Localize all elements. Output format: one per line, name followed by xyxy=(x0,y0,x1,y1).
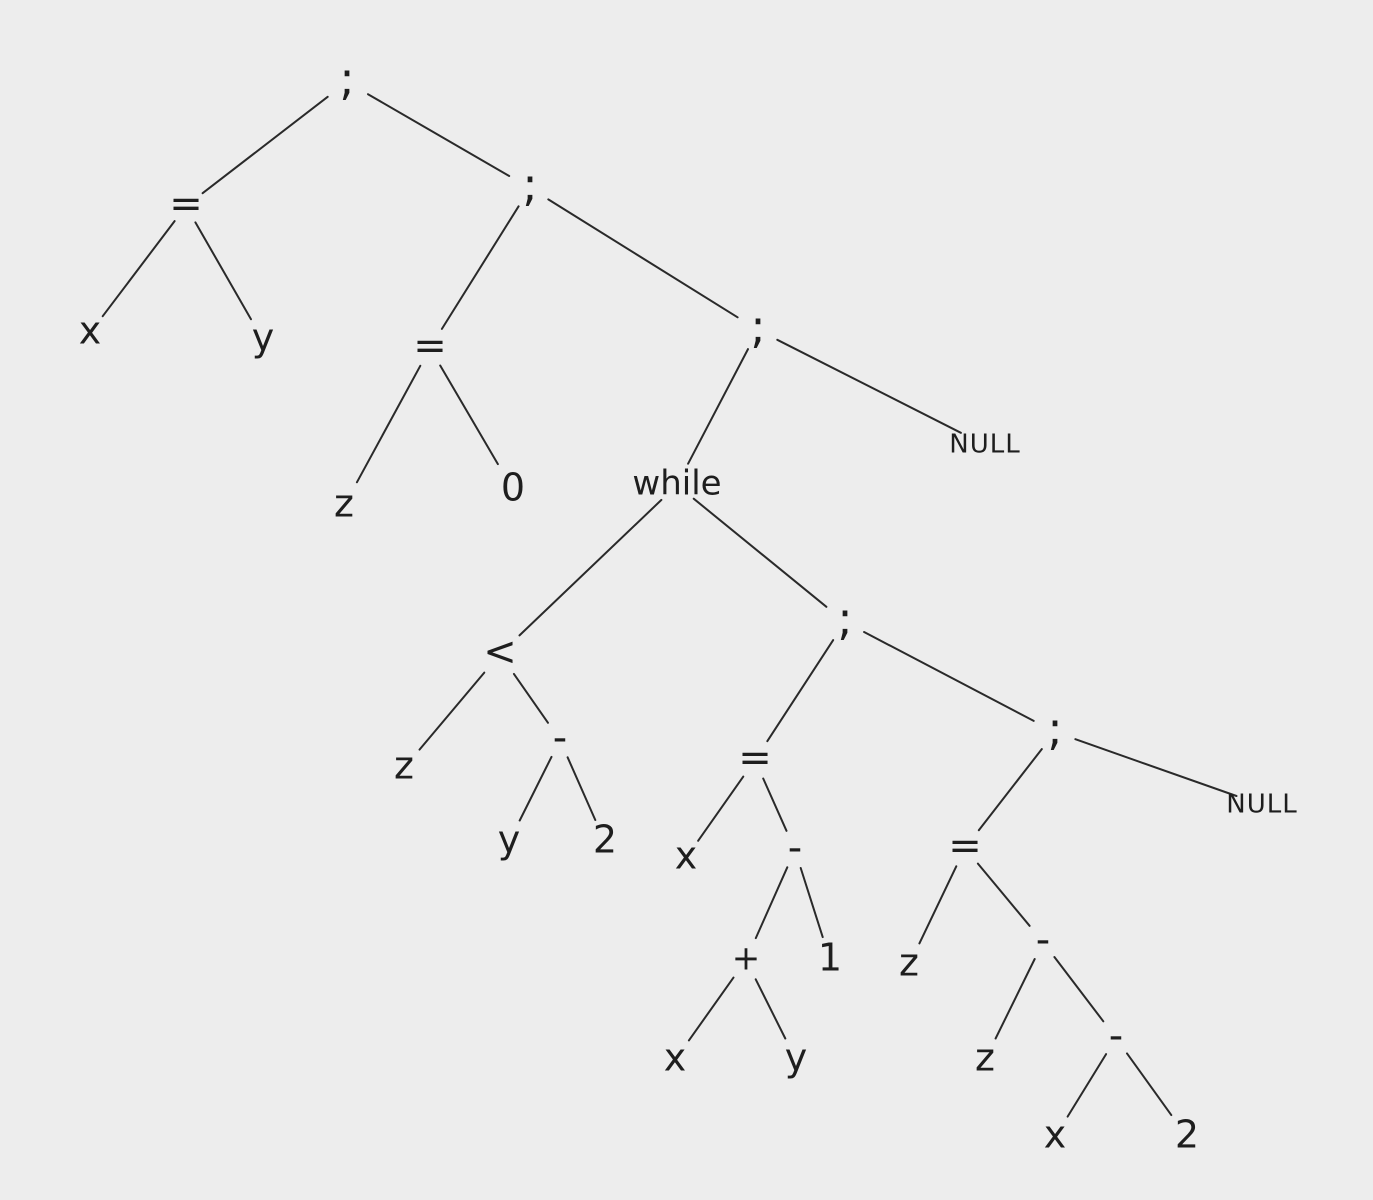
tree-edge-n10-n17 xyxy=(692,497,828,608)
tree-node-n24: 1 xyxy=(818,936,842,980)
tree-node-n3: x xyxy=(79,309,102,353)
tree-edge-n18-n19 xyxy=(697,775,745,842)
tree-edge-n25-n33 xyxy=(1074,738,1238,797)
tree-node-n20: - xyxy=(788,825,802,871)
tree-edge-n26-n28 xyxy=(976,862,1031,927)
tree-edge-n9-n11 xyxy=(776,338,962,434)
tree-node-n6: = xyxy=(413,323,447,369)
tree-node-n9: ; xyxy=(750,300,766,354)
tree-node-n31: x xyxy=(1044,1113,1067,1157)
tree-edge-n12-n13 xyxy=(418,671,486,751)
tree-edge-n21-n22 xyxy=(687,976,735,1042)
tree-edge-n5-n9 xyxy=(547,198,739,319)
tree-node-n32: 2 xyxy=(1175,1113,1199,1157)
tree-node-n15: y xyxy=(498,818,521,862)
tree-edge-n6-n7 xyxy=(355,364,422,484)
tree-edge-n2-n3 xyxy=(101,220,176,318)
tree-node-n18: = xyxy=(738,735,772,781)
tree-node-n22: x xyxy=(664,1036,687,1080)
tree-edge-n26-n27 xyxy=(918,865,958,945)
tree-node-n17: ; xyxy=(837,592,853,646)
tree-node-n5: ; xyxy=(522,158,538,212)
tree-node-n12: < xyxy=(483,629,517,675)
tree-edge-n14-n15 xyxy=(518,755,553,822)
tree-edge-n2-n4 xyxy=(194,221,252,321)
tree-edges xyxy=(101,93,1238,1118)
tree-node-n7: z xyxy=(334,482,354,526)
tree-edge-n1-n5 xyxy=(367,93,511,177)
tree-edge-n30-n31 xyxy=(1066,1053,1108,1118)
tree-edge-n18-n20 xyxy=(762,777,788,832)
tree-node-n8: 0 xyxy=(501,466,525,510)
tree-node-n16: 2 xyxy=(593,818,617,862)
tree-edge-n6-n8 xyxy=(439,364,499,466)
tree-edge-n20-n24 xyxy=(799,867,824,939)
tree-node-n28: - xyxy=(1036,917,1050,963)
tree-edge-n17-n25 xyxy=(863,631,1035,722)
tree-node-n27: z xyxy=(899,941,919,985)
tree-node-n14: - xyxy=(553,715,567,761)
tree-node-n19: x xyxy=(675,834,698,878)
tree-node-n26: = xyxy=(948,823,982,869)
tree-edge-n10-n12 xyxy=(518,498,663,637)
tree-node-n1: ; xyxy=(339,52,355,106)
tree-node-n29: z xyxy=(975,1036,995,1080)
tree-edge-n21-n23 xyxy=(754,978,787,1040)
tree-edge-n28-n29 xyxy=(994,958,1036,1040)
tree-edge-n1-n2 xyxy=(201,95,329,195)
tree-edge-n12-n14 xyxy=(512,672,549,724)
tree-edge-n30-n32 xyxy=(1126,1052,1173,1117)
tree-node-n25: ; xyxy=(1047,702,1063,756)
tree-edge-n14-n16 xyxy=(566,756,597,821)
tree-node-n33: NULL xyxy=(1226,790,1297,820)
tree-node-n30: - xyxy=(1109,1013,1123,1059)
tree-node-n4: y xyxy=(252,316,275,360)
tree-edge-n25-n26 xyxy=(977,748,1043,832)
tree-node-n11: NULL xyxy=(949,430,1020,460)
tree-node-n2: = xyxy=(169,181,203,227)
tree-edge-n5-n6 xyxy=(440,205,520,330)
tree-edge-n17-n18 xyxy=(766,639,835,743)
tree-node-n10: while xyxy=(632,464,721,504)
tree-edge-n20-n21 xyxy=(754,866,789,940)
tree-edge-n9-n10 xyxy=(687,348,749,465)
tree-edge-n28-n30 xyxy=(1053,956,1105,1023)
tree-node-n23: y xyxy=(785,1036,808,1080)
tree-node-n13: z xyxy=(394,744,414,788)
tree-node-n21: + xyxy=(732,939,761,979)
